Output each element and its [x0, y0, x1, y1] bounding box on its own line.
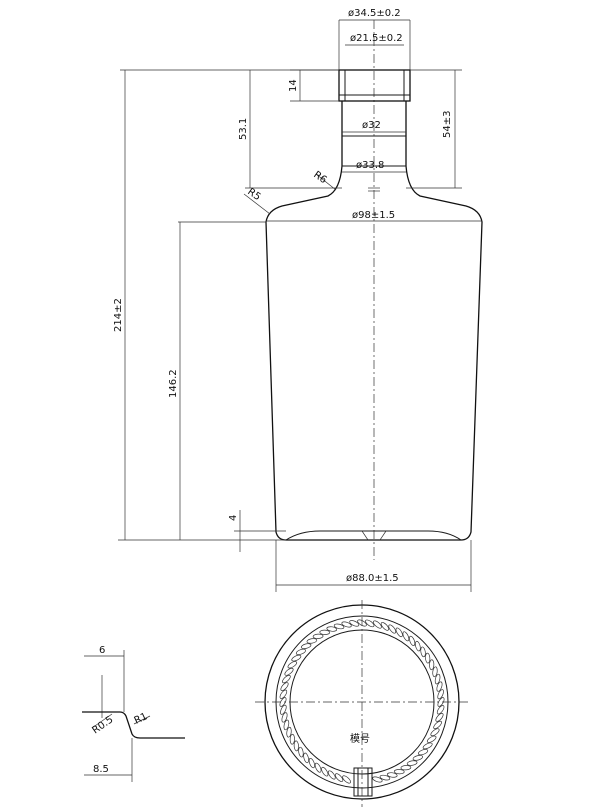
knurl-mark — [306, 638, 318, 644]
knurl-mark — [334, 773, 344, 782]
knurl-mark — [280, 704, 287, 715]
cap-height-label: 14 — [288, 79, 299, 92]
knurl-mark — [365, 619, 375, 628]
knurl-mark — [417, 749, 429, 756]
total-height-label: 214±2 — [113, 298, 124, 332]
body-height-label: 146.2 — [168, 369, 179, 398]
knurl-mark — [321, 766, 329, 777]
r5-leader — [243, 193, 271, 215]
neck-to-shoulder-label: 54±3 — [442, 111, 453, 138]
detail-profile — [82, 711, 185, 739]
shoulder-radius-label: R6 — [311, 169, 328, 186]
knurl-mark — [373, 620, 382, 629]
r6-leader — [315, 173, 337, 191]
knurl-mark — [319, 629, 331, 635]
knurl-mark — [286, 726, 292, 738]
knurl-mark — [379, 774, 391, 781]
knurl-mark — [326, 626, 338, 632]
knurl-mark — [432, 666, 438, 678]
knurl-mark — [283, 719, 290, 731]
detail-width-bottom-label: 8.5 — [93, 764, 109, 775]
knurl-mark — [436, 681, 443, 692]
knurl-mark — [420, 646, 426, 658]
knurl-mark — [437, 689, 444, 700]
detail-radius-a-label: R0.5 — [90, 714, 115, 736]
knurl-mark — [425, 652, 431, 664]
knurl-mark — [280, 682, 289, 691]
knurl-mark — [312, 633, 324, 639]
knurl-mark — [412, 755, 424, 761]
knurl-mark — [287, 661, 298, 669]
bottom-view: 模号 — [255, 600, 470, 807]
knurl-mark — [402, 631, 410, 642]
knurl-mark — [279, 689, 288, 699]
r1-leader — [133, 715, 151, 725]
knurl-mark — [430, 728, 440, 737]
knurl-mark — [327, 770, 336, 780]
front-view: ø98±1.5 ø34.5±0.2 ø21.5±0.2 ø32 ø33.8 14… — [113, 8, 483, 592]
knurl-mark — [388, 624, 397, 634]
neck-dia-label: ø32 — [362, 120, 381, 131]
bottle-outline — [265, 101, 483, 541]
knurl-mark — [415, 640, 421, 652]
knurl-mark — [342, 775, 351, 784]
knurl-mark — [284, 667, 294, 676]
base-dia-label: ø88.0±1.5 — [346, 573, 399, 584]
knurl-mark — [293, 740, 299, 752]
body-radius-label: R5 — [245, 186, 262, 203]
knurl-mark — [433, 720, 442, 730]
knurl-mark — [372, 776, 383, 783]
knurl-mark — [380, 622, 390, 631]
cap-outer-dia-label: ø34.5±0.2 — [348, 8, 401, 19]
base-punt — [285, 530, 462, 541]
base-notch — [361, 530, 387, 541]
knurl-mark — [300, 643, 312, 649]
detail-view: 6 R0.5 R1 8.5 — [82, 645, 185, 782]
knurl-mark — [435, 713, 444, 722]
mold-number-label: 模号 — [350, 733, 370, 745]
neck-base-dia-label: ø33.8 — [356, 160, 384, 171]
knurl-mark — [291, 654, 302, 662]
knurl-mark — [429, 659, 435, 671]
knurl-mark — [349, 620, 360, 627]
detail-radius-b-label: R1 — [133, 711, 150, 727]
knurl-mark — [409, 635, 416, 647]
knurl-mark — [341, 621, 352, 628]
knurl-mark — [289, 733, 295, 745]
knurl-mark — [436, 705, 445, 715]
knurl-mark — [314, 762, 322, 773]
knurl-mark — [282, 674, 291, 684]
knurl-mark — [406, 760, 418, 766]
knurl-mark — [308, 757, 315, 769]
knurl-mark — [279, 697, 287, 707]
base-height-label: 4 — [228, 515, 239, 521]
knurl-mark — [303, 752, 309, 764]
knurl-mark — [395, 627, 403, 638]
knurl-mark — [422, 742, 433, 750]
knurl-mark — [357, 619, 367, 627]
mold-notch — [353, 767, 373, 797]
knurl-mark — [400, 765, 412, 771]
knurl-mark — [437, 697, 445, 707]
knurl-mark — [426, 735, 437, 743]
shoulder-dia-label: ø98±1.5 — [352, 210, 395, 221]
knurl-mark — [281, 712, 288, 723]
cap-inner-dia-label: ø21.5±0.2 — [350, 33, 403, 44]
knurl-mark — [295, 648, 307, 655]
knurl-mark — [386, 772, 398, 778]
neck-length-label: 53.1 — [238, 118, 249, 140]
knurl-ring — [279, 619, 445, 784]
cap-finish — [338, 69, 411, 102]
detail-width-top-label: 6 — [99, 645, 105, 656]
r05-leader — [91, 713, 113, 729]
knurl-mark — [298, 746, 304, 758]
knurl-mark — [333, 623, 345, 630]
knurl-mark — [393, 769, 405, 775]
knurl-mark — [434, 673, 441, 685]
